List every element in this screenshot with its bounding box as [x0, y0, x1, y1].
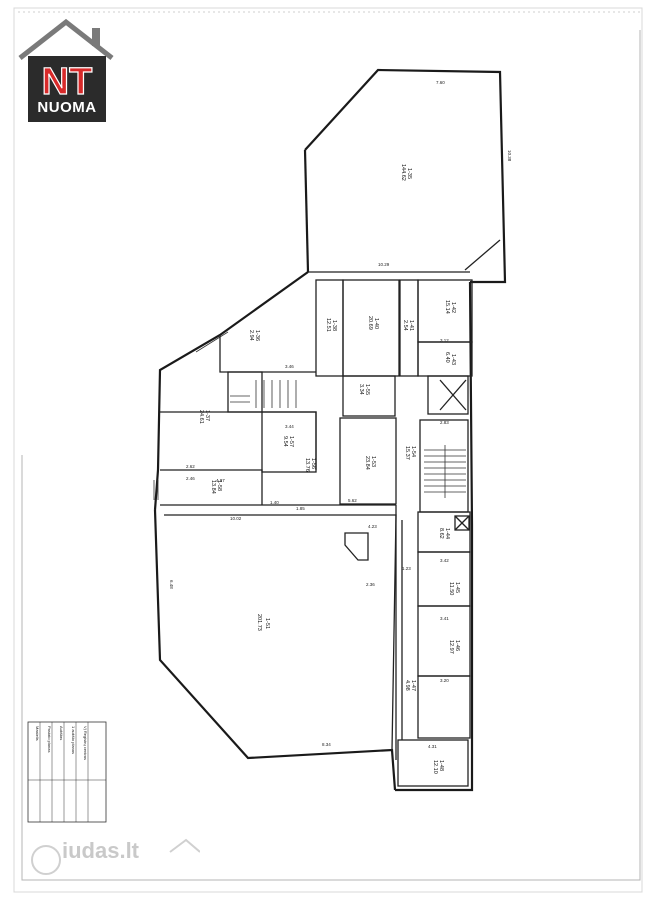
dimension: 7.60 [436, 80, 445, 85]
building-outline [153, 68, 507, 792]
dimension-labels: 7.60 10.29 10.38 10.02 6.48 8.34 3.46 3.… [169, 80, 512, 749]
room-label: 1-46 [454, 640, 460, 651]
room-labels: 1-35 144.62 1-42 15.14 1-43 6.40 1-40 20… [198, 164, 460, 774]
room-label: 1-51 [264, 618, 270, 629]
dimension: 3.46 [285, 364, 294, 369]
logo-word: NUOMA [37, 99, 97, 116]
room-area: 13.76 [304, 458, 310, 472]
watermark-mark [31, 838, 200, 875]
dimension: 4.31 [428, 744, 437, 749]
room-area: 12.10 [432, 760, 438, 774]
room-label: 1-41 [408, 320, 414, 331]
room-area: 2.94 [248, 330, 254, 341]
dimension: 1.23 [402, 566, 411, 571]
dimension: 2.36 [366, 582, 375, 587]
room-label: 1-38 [331, 320, 337, 331]
room-area: 144.62 [400, 164, 406, 181]
room-area: 8.62 [438, 528, 444, 539]
room-label: 1-55 [364, 384, 370, 395]
room-label: 1-35 [406, 168, 412, 179]
room-label: 1-44 [444, 528, 450, 539]
stamp-line: Pastato planas [47, 726, 52, 752]
stamp-line: VĮ Registrų centras [83, 726, 88, 760]
room-label: 1-54 [410, 446, 416, 457]
dimension: 5.62 [348, 498, 357, 503]
stamp-line: Mastelis [35, 726, 40, 741]
room-area: 12.51 [325, 318, 331, 332]
room-area: 2.54 [402, 320, 408, 331]
room-area: 9.54 [282, 436, 288, 447]
room-area: 20.69 [367, 316, 373, 330]
room-area: 15.14 [444, 300, 450, 314]
room-area: 24.61 [198, 410, 204, 424]
room-label: 1-57 [288, 436, 294, 447]
stamp-line: Aukštas [59, 726, 64, 740]
dimension: 4.23 [368, 524, 377, 529]
logo-letters: NT [42, 61, 93, 103]
room-label: 1-45 [454, 582, 460, 593]
room-label: 1-40 [373, 318, 379, 329]
window-marks [153, 331, 229, 500]
room-label: 1-48 [438, 760, 444, 771]
dimension: 8.34 [322, 742, 331, 747]
room-label: 1-43 [450, 354, 456, 365]
room-label: 1-56 [310, 458, 316, 469]
room-area: 6.40 [444, 352, 450, 363]
dimension: 2.62 [186, 464, 195, 469]
watermark-text: iudas.lt [62, 838, 140, 863]
stamp-line: 1 aukšto planas [71, 726, 76, 754]
dimension: 1.40 [270, 500, 279, 505]
dimension: 3.44 [285, 424, 294, 429]
room-area: 12.97 [448, 640, 454, 654]
dimension: 4.87 [216, 478, 225, 483]
dimension: 3.12 [440, 338, 449, 343]
dimension: 2.83 [440, 420, 449, 425]
dimension: 1.85 [296, 506, 305, 511]
room-area: 23.84 [364, 456, 370, 470]
room-area: 201.73 [256, 614, 262, 631]
dimension: 3.41 [440, 616, 449, 621]
room-area: 3.34 [358, 384, 364, 395]
room-label: 1-47 [410, 680, 416, 691]
dimension: 10.02 [230, 516, 242, 521]
interior-walls [160, 239, 501, 787]
nt-nuoma-logo: NT [18, 18, 114, 122]
dimension: 2.46 [186, 476, 195, 481]
room-label: 1-36 [254, 330, 260, 341]
dimension: 10.38 [507, 150, 512, 162]
dimension: 10.29 [378, 262, 390, 267]
room-area: 11.50 [448, 582, 454, 595]
room-label: 1-42 [450, 302, 456, 313]
room-area: 15.37 [404, 446, 410, 460]
title-block: Mastelis Pastato planas Aukštas 1 aukšto… [27, 721, 107, 823]
dimension: 6.48 [169, 580, 174, 589]
room-area: 13.84 [210, 480, 216, 494]
room-area: 4.98 [404, 680, 410, 691]
room-label: 1-53 [370, 456, 376, 467]
room-label: 1-58 [216, 480, 222, 491]
stairs [230, 380, 466, 498]
room-label: 1-37 [204, 410, 210, 421]
dimension: 3.42 [440, 558, 449, 563]
dimension: 3.20 [440, 678, 449, 683]
